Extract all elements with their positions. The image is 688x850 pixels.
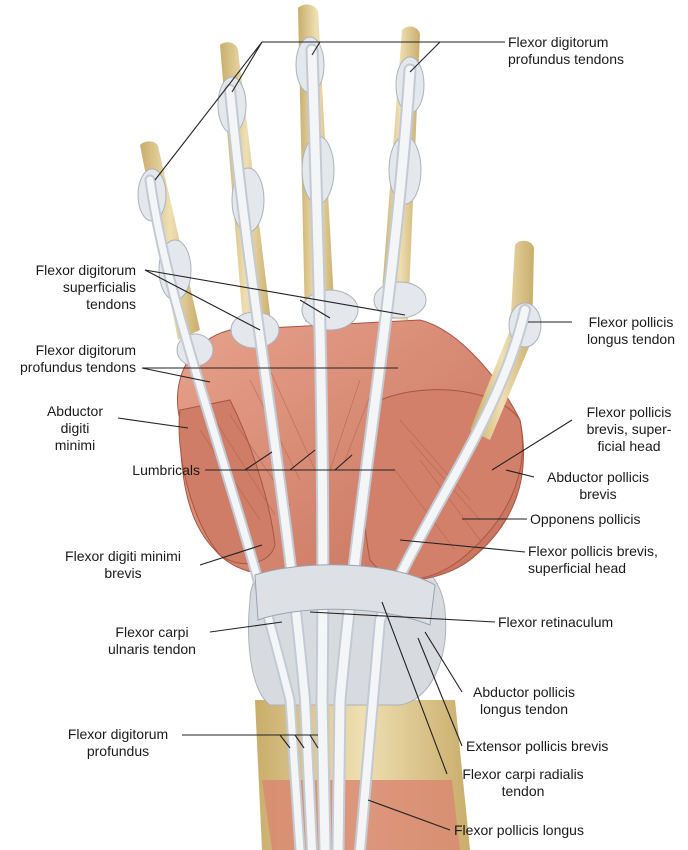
label-flexor-digitorum-profundus-bottom: Flexor digitorum profundus bbox=[67, 726, 169, 759]
label-flexor-pollicis-longus: Flexor pollicis longus bbox=[454, 822, 584, 838]
label-flexor-pollicis-brevis-superficial-head-1: Flexor pollicis brevis, super- ficial he… bbox=[586, 404, 672, 454]
label-flexor-carpi-radialis-tendon: Flexor carpi radialis tendon bbox=[462, 766, 584, 799]
thumb-bone bbox=[470, 240, 534, 440]
label-abductor-pollicis-brevis: Abductor pollicis brevis bbox=[547, 469, 649, 502]
label-flexor-carpi-ulnaris-tendon: Flexor carpi ulnaris tendon bbox=[108, 624, 196, 657]
label-flexor-digitorum-profundus-tendons-top: Flexor digitorum profundus tendons bbox=[508, 34, 624, 67]
label-flexor-digiti-minimi-brevis: Flexor digiti minimi brevis bbox=[65, 548, 181, 581]
label-extensor-pollicis-brevis: Extensor pollicis brevis bbox=[466, 738, 609, 754]
tendon-sheaths bbox=[137, 36, 542, 367]
label-flexor-pollicis-brevis-superficial-head-2: Flexor pollicis brevis, superficial head bbox=[528, 543, 658, 576]
label-flexor-digitorum-superficialis-tendons: Flexor digitorum superficialis tendons bbox=[35, 262, 136, 312]
label-flexor-pollicis-longus-tendon: Flexor pollicis longus tendon bbox=[587, 314, 675, 347]
leader-lines bbox=[117, 41, 573, 831]
label-flexor-digitorum-profundus-tendons-mid: Flexor digitorum profundus tendons bbox=[20, 342, 136, 375]
label-abductor-pollicis-longus-tendon: Abductor pollicis longus tendon bbox=[473, 684, 575, 717]
label-flexor-retinaculum: Flexor retinaculum bbox=[498, 614, 614, 630]
flexor-retinaculum-band bbox=[254, 564, 436, 626]
label-opponens-pollicis: Opponens pollicis bbox=[530, 511, 641, 527]
label-abductor-digiti-minimi: Abductor digiti minimi bbox=[46, 403, 104, 453]
label-lumbricals: Lumbricals bbox=[132, 462, 200, 478]
